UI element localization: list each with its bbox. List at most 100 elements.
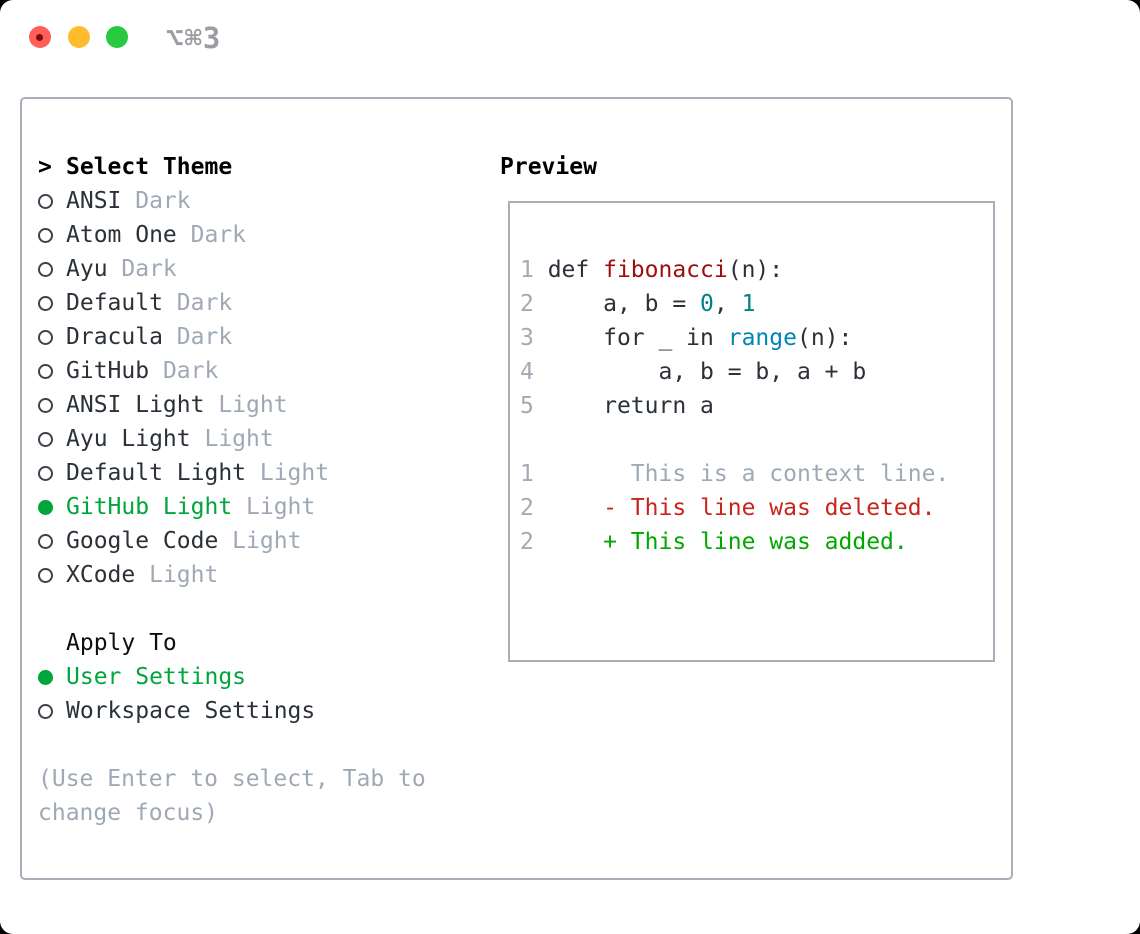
theme-variant-tag: Light <box>246 460 330 486</box>
select-theme-title: Select Theme <box>66 154 233 180</box>
code-token-fg: for _ in <box>547 325 728 351</box>
radio-unselected-icon <box>38 533 66 549</box>
code-token-muted: This is a context line. <box>547 461 950 487</box>
radio-unselected-icon <box>38 329 66 345</box>
select-theme-header: > Select Theme <box>38 150 426 184</box>
preview-title: Preview <box>500 154 597 180</box>
option-label: Google Code <box>66 528 219 554</box>
line-number: 2 <box>520 529 548 555</box>
theme-option[interactable]: Default Dark <box>38 286 426 320</box>
option-label: Default Light <box>66 460 247 486</box>
radio-unselected-icon <box>38 193 66 209</box>
document-edited-icon <box>36 34 43 41</box>
prompt-chevron-icon: > <box>38 154 52 180</box>
preview-line: 2 - This line was deleted. <box>520 495 993 529</box>
radio-unselected-icon <box>38 567 66 583</box>
window-title: ⌥⌘3 <box>166 21 222 55</box>
radio-selected-icon <box>38 499 66 515</box>
theme-variant-tag: Dark <box>121 188 191 214</box>
option-label: Atom One <box>66 222 177 248</box>
line-number: 5 <box>520 393 548 419</box>
code-token-fg: return a <box>547 393 714 419</box>
code-token-fg: , <box>713 291 742 317</box>
line-number: 2 <box>520 495 548 521</box>
theme-variant-tag: Dark <box>107 256 177 282</box>
preview-line: 4 a, b = b, a + b <box>520 359 993 393</box>
code-token-fg: a, b = b, a + b <box>547 359 867 385</box>
option-label: ANSI Light <box>66 392 205 418</box>
code-token-del: - This line was deleted. <box>547 495 936 521</box>
preview-line: 3 for _ in range(n): <box>520 325 993 359</box>
code-token-func: fibonacci <box>603 257 728 283</box>
theme-variant-tag: Dark <box>162 324 233 350</box>
hint-line-2: change focus) <box>38 800 219 826</box>
preview-line <box>520 427 993 461</box>
theme-option[interactable]: Ayu Dark <box>38 252 426 286</box>
preview-line: 2 a, b = 0, 1 <box>520 291 993 325</box>
option-label: GitHub <box>66 358 150 384</box>
theme-option[interactable]: Default Light Light <box>38 456 426 490</box>
code-token-num: 1 <box>741 291 756 317</box>
theme-variant-tag: Dark <box>176 222 247 248</box>
titlebar: ⌥⌘3 <box>0 0 1140 74</box>
theme-option[interactable]: Google Code Light <box>38 524 426 558</box>
minimize-button[interactable] <box>68 26 90 48</box>
radio-unselected-icon <box>38 465 66 481</box>
theme-option[interactable]: ANSI Light Light <box>38 388 426 422</box>
preview-line: 1 def fibonacci(n): <box>520 257 993 291</box>
code-token-add: + This line was added. <box>547 529 908 555</box>
line-number: 1 <box>520 461 548 487</box>
theme-variant-tag: Light <box>204 392 288 418</box>
theme-option[interactable]: GitHub Dark <box>38 354 426 388</box>
option-label: Ayu <box>66 256 108 282</box>
code-token-builtin: range <box>727 325 797 351</box>
apply-to-title: Apply To <box>66 630 177 656</box>
radio-unselected-icon <box>38 703 66 719</box>
theme-option[interactable]: Atom One Dark <box>38 218 426 252</box>
option-label: User Settings <box>66 664 247 690</box>
theme-variant-tag: Dark <box>149 358 219 384</box>
theme-variant-tag: Light <box>135 562 219 588</box>
theme-variant-tag: Light <box>190 426 274 452</box>
theme-variant-tag: Light <box>218 528 302 554</box>
code-token-fg: (n): <box>727 257 784 283</box>
theme-option[interactable]: GitHub Light Light <box>38 490 426 524</box>
apply-to-option[interactable]: User Settings <box>38 660 426 694</box>
line-number: 3 <box>520 325 548 351</box>
option-label: GitHub Light <box>66 494 233 520</box>
option-label: Ayu Light <box>66 426 191 452</box>
spacer-row <box>38 728 426 762</box>
option-label: Default <box>66 290 163 316</box>
option-label: Workspace Settings <box>66 698 316 724</box>
option-label: ANSI <box>66 188 122 214</box>
preview-line: 2 + This line was added. <box>520 529 993 563</box>
theme-option[interactable]: Dracula Dark <box>38 320 426 354</box>
preview-header-row: Preview <box>500 150 597 184</box>
hint-line-1: (Use Enter to select, Tab to <box>38 766 426 792</box>
option-label: XCode <box>66 562 136 588</box>
code-token-num: 0 <box>700 291 714 317</box>
radio-unselected-icon <box>38 397 66 413</box>
code-token-fg: a, b = <box>547 291 701 317</box>
theme-option[interactable]: Ayu Light Light <box>38 422 426 456</box>
code-token-fg: def <box>547 257 604 283</box>
zoom-button[interactable] <box>106 26 128 48</box>
apply-to-header: Apply To <box>38 626 426 660</box>
apply-to-option[interactable]: Workspace Settings <box>38 694 426 728</box>
code-token-fg: (n): <box>796 325 853 351</box>
theme-variant-tag: Light <box>232 494 316 520</box>
close-button[interactable] <box>29 26 51 48</box>
radio-unselected-icon <box>38 363 66 379</box>
theme-variant-tag: Dark <box>162 290 233 316</box>
theme-option[interactable]: ANSI Dark <box>38 184 426 218</box>
theme-option[interactable]: XCode Light <box>38 558 426 592</box>
radio-unselected-icon <box>38 431 66 447</box>
line-number: 2 <box>520 291 548 317</box>
